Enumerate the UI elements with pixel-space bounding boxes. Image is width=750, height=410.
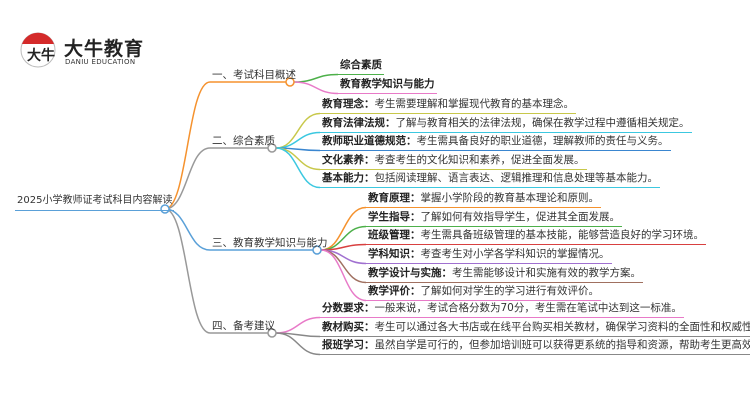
logo-name: 大牛教育 <box>64 38 145 60</box>
svg-text:大牛: 大牛 <box>27 47 55 64</box>
leaf-node[interactable]: 教育理念：考生需要理解和掌握现代教育的基本理念。 <box>320 97 576 114</box>
logo-subtitle: DANIU EDUCATION <box>65 58 136 66</box>
leaf-text: 虽然自学是可行的，但参加培训班可以获得更系统的指导和资源，帮助考生更高效地备考。 <box>374 339 750 351</box>
leaf-label: 文化素养： <box>322 154 375 166</box>
leaf-label: 教育理念： <box>322 98 375 110</box>
leaf-node[interactable]: 基本能力：包括阅读理解、语言表达、逻辑推理和信息处理等基本能力。 <box>320 171 660 188</box>
leaf-node[interactable]: 文化素养：考查考生的文化知识和素养，促进全面发展。 <box>320 153 587 170</box>
leaf-connector <box>275 112 321 149</box>
leaf-label: 学生指导： <box>368 211 421 223</box>
leaf-node[interactable]: 教学设计与实施：考生需能够设计和实施有效的教学方案。 <box>366 266 643 283</box>
leaf-node[interactable]: 班级管理：考生需具备班级管理的基本技能，能够营造良好的学习环境。 <box>366 228 706 245</box>
branch-connector <box>164 208 211 251</box>
leaf-connector <box>275 332 321 356</box>
leaf-text: 考查考生的文化知识和素养，促进全面发展。 <box>374 154 585 166</box>
leaf-text: 考生需具备良好的职业道德，理解教师的责任与义务。 <box>416 135 669 147</box>
collapse-toggle[interactable] <box>285 77 295 87</box>
leaf-node[interactable]: 学科知识：考查考生对小学各学科知识的掌握情况。 <box>366 247 612 264</box>
leaf-node[interactable]: 教材购买：考生可以通过各大书店或在线平台购买相关教材，确保学习资料的全面性和权威… <box>320 320 750 337</box>
branch-connector <box>164 147 211 210</box>
leaf-connector <box>293 81 339 95</box>
root-node[interactable]: 2025小学教师证考试科目内容解读 <box>15 194 175 211</box>
leaf-node[interactable]: 教学评价：了解如何对学生的学习进行有效评价。 <box>366 284 601 301</box>
leaf-text: 了解如何有效指导学生，促进其全面发展。 <box>420 211 621 223</box>
leaf-label: 教育原理： <box>368 192 421 204</box>
leaf-connector <box>275 131 321 149</box>
leaf-node[interactable]: 教育教学知识与能力 <box>338 77 437 94</box>
logo-mark-icon: 大牛 <box>20 32 56 68</box>
leaf-node[interactable]: 教育法律法规：了解与教育相关的法律法规，确保在教学过程中遵循相关规定。 <box>320 116 692 133</box>
leaf-text: 考生需具备班级管理的基本技能，能够营造良好的学习环境。 <box>420 229 705 241</box>
collapse-toggle[interactable] <box>312 245 322 255</box>
leaf-text: 了解与教育相关的法律法规，确保在教学过程中遵循相关规定。 <box>395 117 690 129</box>
branch-node[interactable]: 三、教育教学知识与能力 <box>212 237 328 249</box>
leaf-label: 教师职业道德规范： <box>322 135 417 147</box>
leaf-label: 报班学习： <box>322 339 375 351</box>
leaf-text: 考查考生对小学各学科知识的掌握情况。 <box>420 248 610 260</box>
leaf-label: 基本能力： <box>322 172 375 184</box>
leaf-label: 教学设计与实施： <box>368 267 452 279</box>
leaf-connector <box>275 316 321 334</box>
leaf-text: 一般来说，考试合格分数为70分，考生需在笔试中达到这一标准。 <box>374 302 682 314</box>
leaf-text: 考生可以通过各大书店或在线平台购买相关教材，确保学习资料的全面性和权威性。 <box>374 321 750 333</box>
root-collapse-toggle[interactable] <box>160 204 170 214</box>
leaf-text: 了解如何对学生的学习进行有效评价。 <box>420 285 600 297</box>
branch-connector <box>164 81 211 210</box>
leaf-label: 教材购买： <box>322 321 375 333</box>
leaf-connector <box>293 73 339 83</box>
leaf-node[interactable]: 报班学习：虽然自学是可行的，但参加培训班可以获得更系统的指导和资源，帮助考生更高… <box>320 338 750 355</box>
leaf-node[interactable]: 学生指导：了解如何有效指导学生，促进其全面发展。 <box>366 210 622 227</box>
leaf-label: 班级管理： <box>368 229 421 241</box>
branch-node[interactable]: 二、综合素质 <box>212 135 275 147</box>
collapse-toggle[interactable] <box>267 143 277 153</box>
leaf-connector <box>320 249 367 302</box>
leaf-label: 分数要求： <box>322 302 375 314</box>
leaf-connector <box>275 147 321 189</box>
leaf-label: 学科知识： <box>368 248 421 260</box>
leaf-text: 包括阅读理解、语言表达、逻辑推理和信息处理等基本能力。 <box>374 172 659 184</box>
leaf-connector <box>320 249 367 284</box>
leaf-label: 教育法律法规： <box>322 117 396 129</box>
branch-node[interactable]: 一、考试科目概述 <box>212 69 296 81</box>
leaf-text: 考生需能够设计和实施有效的教学方案。 <box>452 267 641 279</box>
branch-node[interactable]: 四、备考建议 <box>212 320 275 332</box>
leaf-text: 考生需要理解和掌握现代教育的基本理念。 <box>374 98 575 110</box>
leaf-label: 综合素质 <box>340 59 382 71</box>
leaf-node[interactable]: 分数要求：一般来说，考试合格分数为70分，考生需在笔试中达到这一标准。 <box>320 301 684 318</box>
leaf-text: 掌握小学阶段的教育基本理论和原则。 <box>420 192 600 204</box>
leaf-node[interactable]: 教育原理：掌握小学阶段的教育基本理论和原则。 <box>366 191 601 208</box>
leaf-label: 教学评价： <box>368 285 421 297</box>
branch-connector <box>164 208 211 334</box>
leaf-node[interactable]: 教师职业道德规范：考生需具备良好的职业道德，理解教师的责任与义务。 <box>320 134 671 151</box>
collapse-toggle[interactable] <box>267 328 277 338</box>
leaf-label: 教育教学知识与能力 <box>340 78 435 90</box>
leaf-node[interactable]: 综合素质 <box>338 58 384 75</box>
